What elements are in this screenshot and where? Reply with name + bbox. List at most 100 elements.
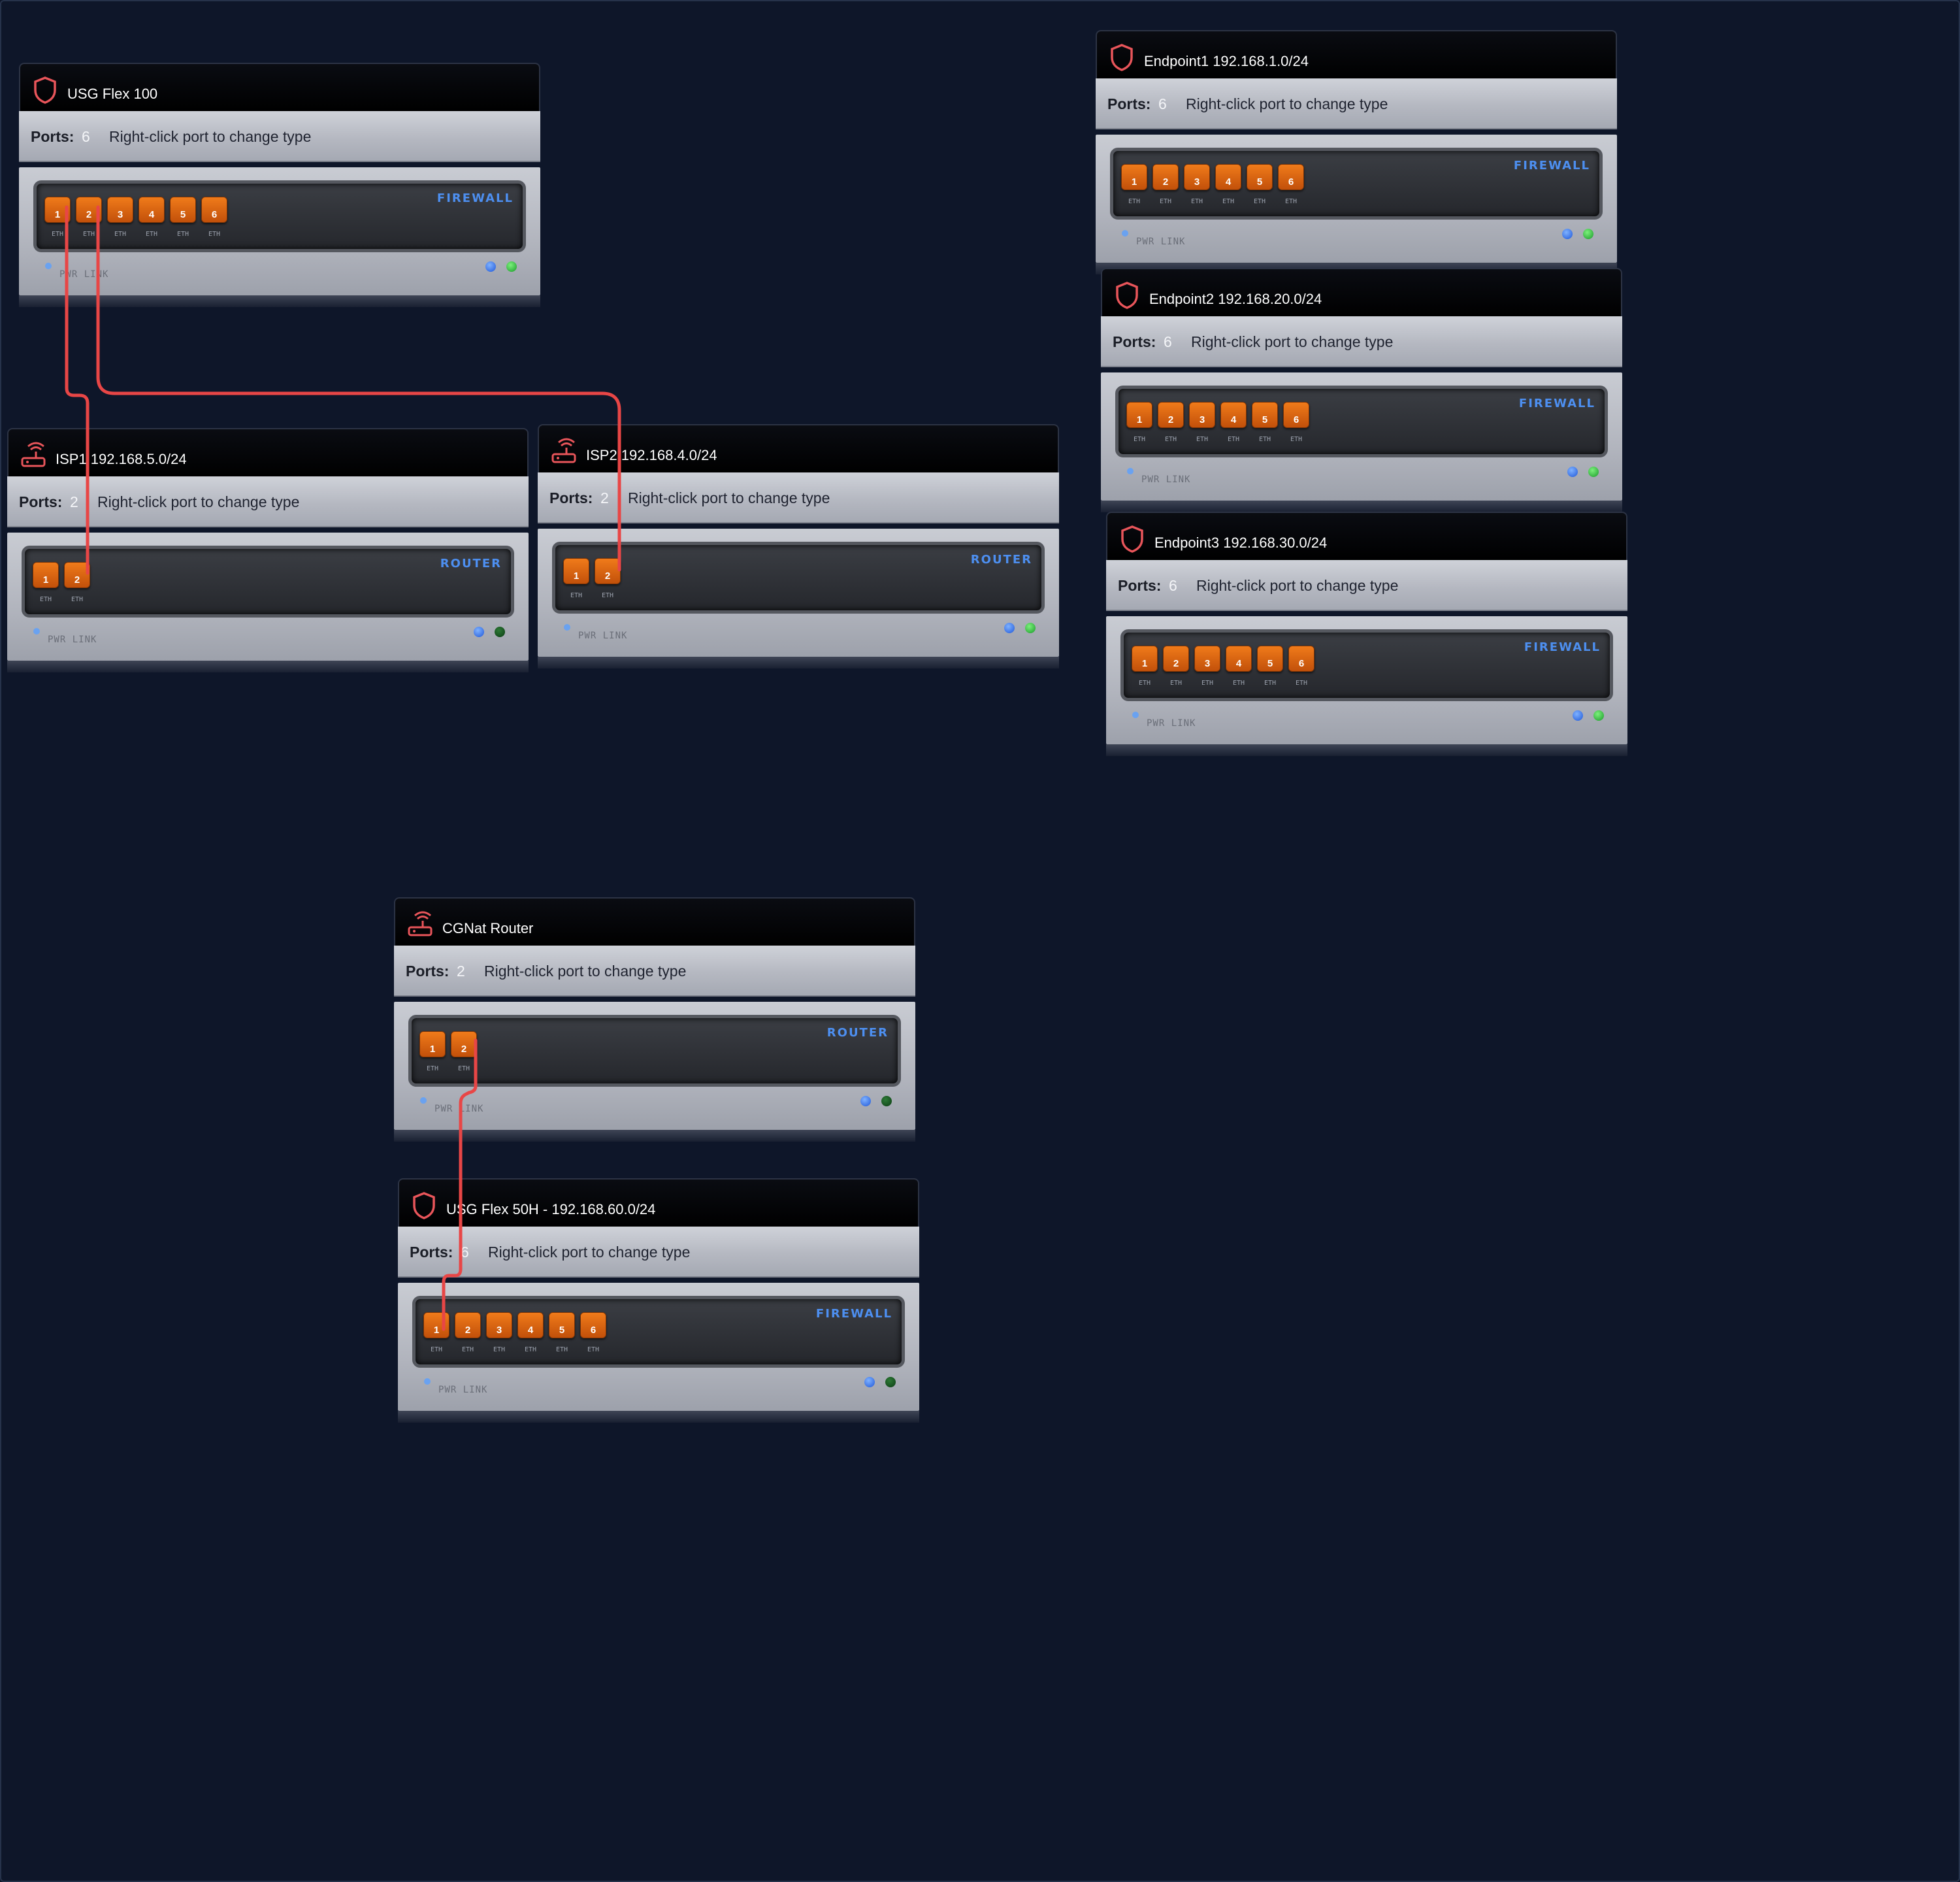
port-4[interactable]: 4	[1215, 164, 1241, 190]
ports-count[interactable]: 6	[1158, 95, 1167, 112]
port-5[interactable]: 5	[1252, 402, 1278, 428]
device-titlebar[interactable]: ISP1 192.168.5.0/24	[7, 428, 529, 476]
device-endpoint3[interactable]: Endpoint3 192.168.30.0/24 Ports: 6 Right…	[1106, 512, 1627, 773]
port-number: 1	[42, 574, 49, 586]
device-infobar: Ports: 6 Right-click port to change type	[1101, 316, 1622, 367]
device-isp2[interactable]: ISP2 192.168.4.0/24 Ports: 2 Right-click…	[538, 424, 1059, 685]
device-titlebar[interactable]: USG Flex 50H - 192.168.60.0/24	[398, 1178, 919, 1227]
port-3[interactable]: 3	[1184, 164, 1210, 190]
status-led-green	[885, 1377, 896, 1387]
port-4[interactable]: 4	[139, 197, 165, 223]
ports-label: Ports:	[1107, 95, 1151, 112]
port-2[interactable]: 2	[64, 562, 90, 588]
device-titlebar[interactable]: Endpoint3 192.168.30.0/24	[1106, 512, 1627, 560]
port-type-label: ETH	[114, 231, 127, 238]
device-type-label: FIREWALL	[815, 1307, 892, 1321]
port-2[interactable]: 2	[1152, 164, 1179, 190]
ports-count[interactable]: 6	[1164, 333, 1172, 350]
power-indicator	[424, 1378, 431, 1385]
port-4[interactable]: 4	[1226, 646, 1252, 672]
port-number: 1	[433, 1325, 440, 1336]
device-infobar: Ports: 2 Right-click port to change type	[7, 476, 529, 527]
device-cgnat-router[interactable]: CGNat Router Ports: 2 Right-click port t…	[394, 897, 915, 1159]
port-number: 4	[148, 209, 155, 220]
port-4[interactable]: 4	[517, 1312, 544, 1338]
port-6[interactable]: 6	[1283, 402, 1309, 428]
port-1[interactable]: 1	[1121, 164, 1147, 190]
port-2[interactable]: 2	[1158, 402, 1184, 428]
ports-count[interactable]: 2	[70, 493, 78, 510]
port-number: 2	[74, 574, 80, 586]
port-number: 5	[180, 209, 186, 220]
port-type-label: ETH	[1128, 198, 1141, 205]
router-icon	[551, 438, 576, 463]
status-led-blue	[1004, 623, 1015, 633]
status-led-green	[1583, 229, 1593, 239]
device-titlebar[interactable]: ISP2 192.168.4.0/24	[538, 424, 1059, 472]
port-4[interactable]: 4	[1220, 402, 1247, 428]
port-1[interactable]: 1	[44, 197, 71, 223]
device-usg-flex-100[interactable]: USG Flex 100 Ports: 6 Right-click port t…	[19, 63, 540, 324]
port-2[interactable]: 2	[451, 1031, 477, 1057]
device-base	[394, 1130, 915, 1142]
device-titlebar[interactable]: Endpoint1 192.168.1.0/24	[1096, 30, 1617, 78]
device-titlebar[interactable]: CGNat Router	[394, 897, 915, 946]
power-indicator	[1132, 712, 1139, 718]
device-title: Endpoint1 192.168.1.0/24	[1144, 53, 1309, 69]
device-titlebar[interactable]: USG Flex 100	[19, 63, 540, 111]
port-3[interactable]: 3	[1194, 646, 1220, 672]
port-2[interactable]: 2	[76, 197, 102, 223]
device-titlebar[interactable]: Endpoint2 192.168.20.0/24	[1101, 268, 1622, 316]
port-number: 6	[590, 1325, 596, 1336]
ports-count[interactable]: 2	[457, 963, 465, 980]
port-type-label: ETH	[493, 1346, 506, 1353]
port-2[interactable]: 2	[1163, 646, 1189, 672]
port-5[interactable]: 5	[170, 197, 196, 223]
port-type-label: ETH	[1295, 680, 1308, 687]
port-type-label: ETH	[1133, 436, 1146, 443]
status-led-blue	[1567, 467, 1578, 477]
port-number: 3	[1199, 414, 1205, 425]
port-2[interactable]: 2	[455, 1312, 481, 1338]
port-1[interactable]: 1	[423, 1312, 449, 1338]
port-type-label: ETH	[1138, 680, 1151, 687]
port-1[interactable]: 1	[419, 1031, 446, 1057]
port-number: 4	[1230, 414, 1237, 425]
port-3[interactable]: 3	[1189, 402, 1215, 428]
port-1[interactable]: 1	[563, 558, 589, 584]
device-base	[1106, 744, 1627, 756]
port-3[interactable]: 3	[107, 197, 133, 223]
ports-count[interactable]: 6	[461, 1244, 469, 1261]
device-endpoint1[interactable]: Endpoint1 192.168.1.0/24 Ports: 6 Right-…	[1096, 30, 1617, 291]
port-6[interactable]: 6	[1278, 164, 1304, 190]
device-usg-flex-50h[interactable]: USG Flex 50H - 192.168.60.0/24 Ports: 6 …	[398, 1178, 919, 1440]
port-hint-text: Right-click port to change type	[1191, 333, 1394, 350]
port-number: 2	[604, 570, 611, 582]
port-number: 3	[117, 209, 123, 220]
port-1[interactable]: 1	[1132, 646, 1158, 672]
port-5[interactable]: 5	[549, 1312, 575, 1338]
port-hint-text: Right-click port to change type	[97, 493, 300, 510]
device-isp1[interactable]: ISP1 192.168.5.0/24 Ports: 2 Right-click…	[7, 428, 529, 689]
ports-count[interactable]: 2	[600, 489, 609, 506]
port-6[interactable]: 6	[1288, 646, 1315, 672]
ports-count[interactable]: 6	[1169, 577, 1177, 594]
status-led-green	[506, 261, 517, 272]
device-endpoint2[interactable]: Endpoint2 192.168.20.0/24 Ports: 6 Right…	[1101, 268, 1622, 529]
port-5[interactable]: 5	[1257, 646, 1283, 672]
port-1[interactable]: 1	[1126, 402, 1152, 428]
port-3[interactable]: 3	[486, 1312, 512, 1338]
port-2[interactable]: 2	[595, 558, 621, 584]
port-5[interactable]: 5	[1247, 164, 1273, 190]
port-6[interactable]: 6	[580, 1312, 606, 1338]
port-6[interactable]: 6	[201, 197, 227, 223]
power-indicator	[45, 263, 52, 269]
ports-count[interactable]: 6	[82, 128, 90, 145]
port-1[interactable]: 1	[33, 562, 59, 588]
